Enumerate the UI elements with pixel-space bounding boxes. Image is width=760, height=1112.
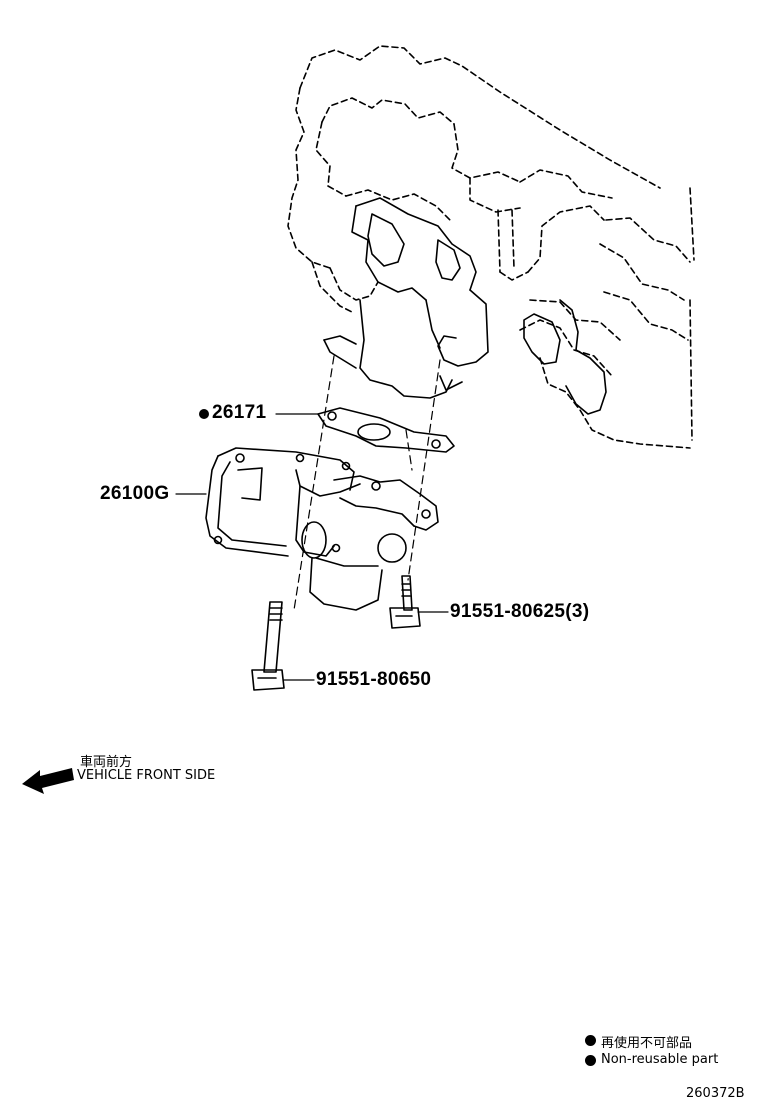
bolt-91551-80650 bbox=[251, 601, 285, 691]
legend-label-en: Non-reusable part bbox=[601, 1052, 719, 1067]
exhaust-manifold-bracket bbox=[323, 197, 607, 415]
assembly-line-gasket bbox=[405, 429, 413, 471]
part-label-91551-80650: 91551-80650 bbox=[316, 669, 432, 690]
figure-id: 260372B bbox=[686, 1086, 745, 1101]
front-direction-arrow bbox=[22, 768, 74, 794]
legend-label-jp: 再使用不可部品 bbox=[601, 1036, 693, 1051]
gasket-26171 bbox=[317, 407, 455, 453]
egr-valve-26100g bbox=[205, 447, 439, 611]
assembly-line-right bbox=[407, 359, 441, 581]
front-label-jp: 車両前方 bbox=[80, 755, 133, 770]
part-label-91551-80625: 91551-80625(3) bbox=[450, 601, 590, 622]
bolt-91551-80625 bbox=[389, 575, 421, 629]
legend-dot-jp bbox=[585, 1035, 596, 1046]
legend-dot-en bbox=[585, 1055, 596, 1066]
engine-block-outline bbox=[287, 45, 695, 449]
part-label-26100g: 26100G bbox=[100, 483, 170, 504]
nonreusable-marker bbox=[199, 409, 209, 419]
part-label-26171: 26171 bbox=[212, 402, 267, 423]
assembly-line-left bbox=[293, 355, 335, 611]
front-label-en: VEHICLE FRONT SIDE bbox=[77, 768, 216, 783]
